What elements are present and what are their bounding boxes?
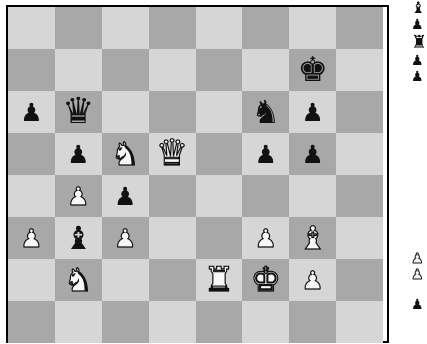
square-f1[interactable]: [242, 301, 289, 343]
square-b1[interactable]: [55, 301, 102, 343]
square-d6[interactable]: [149, 91, 196, 133]
square-h4[interactable]: [336, 175, 383, 217]
black-pawn-icon[interactable]: ♟: [67, 142, 89, 167]
square-e6[interactable]: [196, 91, 243, 133]
white-pawn-icon[interactable]: ♟: [255, 226, 277, 251]
black-pawn-icon[interactable]: ♟: [301, 100, 323, 125]
white-pawn-icon[interactable]: ♟: [67, 184, 89, 209]
square-d7[interactable]: [149, 49, 196, 91]
captured-black-bishop-icon: ♝: [411, 0, 425, 16]
square-f3[interactable]: ♟: [242, 217, 289, 259]
square-c5[interactable]: ♞: [102, 133, 149, 175]
square-c6[interactable]: [102, 91, 149, 133]
white-pawn-icon[interactable]: ♟: [20, 226, 42, 251]
captured-black-rook-icon: ♜: [411, 34, 427, 52]
square-c4[interactable]: ♟: [102, 175, 149, 217]
white-queen-icon[interactable]: ♛: [156, 136, 188, 172]
square-c1[interactable]: [102, 301, 149, 343]
square-h5[interactable]: [336, 133, 383, 175]
black-pawn-icon[interactable]: ♟: [114, 184, 136, 209]
square-g1[interactable]: [289, 301, 336, 343]
captured-black-pawn-icon: ♟: [411, 298, 424, 312]
square-a8[interactable]: [8, 7, 55, 49]
square-g8[interactable]: [289, 7, 336, 49]
square-b4[interactable]: ♟: [55, 175, 102, 217]
square-b7[interactable]: [55, 49, 102, 91]
captured-black-pawn-icon: ♟: [411, 70, 424, 84]
square-h7[interactable]: [336, 49, 383, 91]
captured-black-pawn-icon: ♟: [411, 18, 424, 32]
white-rook-icon[interactable]: ♜: [204, 263, 234, 297]
square-a1[interactable]: [8, 301, 55, 343]
square-h8[interactable]: [336, 7, 383, 49]
captured-black-pawn-icon: ♟: [411, 54, 424, 68]
chess-board[interactable]: ♚ ♟ ♛ ♞ ♟ ♟ ♞ ♛ ♟ ♟ ♟ ♟ ♟ ♝ ♟ ♟ ♝ ♞ ♜ ♚ ♟: [8, 7, 383, 343]
square-a4[interactable]: [8, 175, 55, 217]
square-b5[interactable]: ♟: [55, 133, 102, 175]
square-e7[interactable]: [196, 49, 243, 91]
black-pawn-icon[interactable]: ♟: [301, 142, 323, 167]
square-f7[interactable]: [242, 49, 289, 91]
square-e4[interactable]: [196, 175, 243, 217]
square-b2[interactable]: ♞: [55, 259, 102, 301]
white-knight-icon[interactable]: ♞: [111, 138, 140, 170]
square-g3[interactable]: ♝: [289, 217, 336, 259]
square-e3[interactable]: [196, 217, 243, 259]
square-c8[interactable]: [102, 7, 149, 49]
square-h6[interactable]: [336, 91, 383, 133]
square-a3[interactable]: ♟: [8, 217, 55, 259]
square-b3[interactable]: ♝: [55, 217, 102, 259]
square-d5[interactable]: ♛: [149, 133, 196, 175]
square-f4[interactable]: [242, 175, 289, 217]
square-d2[interactable]: [149, 259, 196, 301]
square-f5[interactable]: ♟: [242, 133, 289, 175]
square-g6[interactable]: ♟: [289, 91, 336, 133]
captured-white-pawn-icon: ♟: [411, 252, 424, 266]
square-d1[interactable]: [149, 301, 196, 343]
captured-pieces-panel: ♝ ♟ ♜ ♟ ♟ ♟ ♟ ♟: [393, 0, 427, 344]
square-b6[interactable]: ♛: [55, 91, 102, 133]
square-a7[interactable]: [8, 49, 55, 91]
square-f6[interactable]: ♞: [242, 91, 289, 133]
black-pawn-icon[interactable]: ♟: [20, 100, 42, 125]
square-a2[interactable]: [8, 259, 55, 301]
white-pawn-icon[interactable]: ♟: [301, 268, 323, 293]
square-h3[interactable]: [336, 217, 383, 259]
square-c3[interactable]: ♟: [102, 217, 149, 259]
square-h1[interactable]: [336, 301, 383, 343]
square-g2[interactable]: ♟: [289, 259, 336, 301]
black-pawn-icon[interactable]: ♟: [255, 142, 277, 167]
square-d3[interactable]: [149, 217, 196, 259]
square-f8[interactable]: [242, 7, 289, 49]
square-g5[interactable]: ♟: [289, 133, 336, 175]
square-b8[interactable]: [55, 7, 102, 49]
square-e1[interactable]: [196, 301, 243, 343]
white-pawn-icon[interactable]: ♟: [114, 226, 136, 251]
square-g7[interactable]: ♚: [289, 49, 336, 91]
black-knight-icon[interactable]: ♞: [251, 96, 280, 128]
square-g4[interactable]: [289, 175, 336, 217]
square-h2[interactable]: [336, 259, 383, 301]
black-king-icon[interactable]: ♚: [297, 53, 327, 87]
square-e8[interactable]: [196, 7, 243, 49]
white-king-icon[interactable]: ♚: [251, 263, 281, 297]
white-knight-icon[interactable]: ♞: [64, 264, 93, 296]
square-e5[interactable]: [196, 133, 243, 175]
square-c7[interactable]: [102, 49, 149, 91]
square-d8[interactable]: [149, 7, 196, 49]
square-a6[interactable]: ♟: [8, 91, 55, 133]
white-bishop-icon[interactable]: ♝: [298, 222, 327, 254]
captured-white-pawn-icon: ♟: [411, 268, 424, 282]
square-f2[interactable]: ♚: [242, 259, 289, 301]
square-c2[interactable]: [102, 259, 149, 301]
black-bishop-icon[interactable]: ♝: [64, 222, 93, 254]
square-d4[interactable]: [149, 175, 196, 217]
black-queen-icon[interactable]: ♛: [62, 94, 94, 130]
square-a5[interactable]: [8, 133, 55, 175]
square-e2[interactable]: ♜: [196, 259, 243, 301]
